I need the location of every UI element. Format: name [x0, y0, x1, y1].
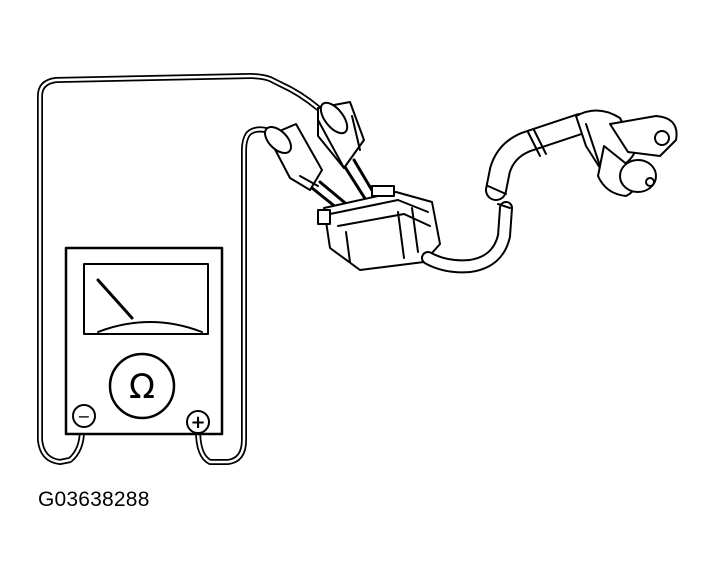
range-knob: [108, 352, 176, 420]
meter-dial-window: [83, 263, 209, 335]
ohmmeter: [64, 246, 224, 436]
positive-terminal-sign: +: [190, 412, 205, 433]
meter-needle: [96, 278, 134, 320]
meter-scale-arc: [97, 321, 203, 333]
positive-terminal: [186, 410, 210, 434]
speed-sensor: [575, 109, 678, 197]
negative-terminal-sign: −: [77, 407, 90, 426]
ohm-symbol: Ω: [129, 367, 155, 407]
positive-probe: [264, 123, 382, 238]
sensor-connector: [317, 185, 441, 271]
figure-id: G03638288: [38, 488, 150, 511]
negative-terminal: [72, 404, 96, 428]
